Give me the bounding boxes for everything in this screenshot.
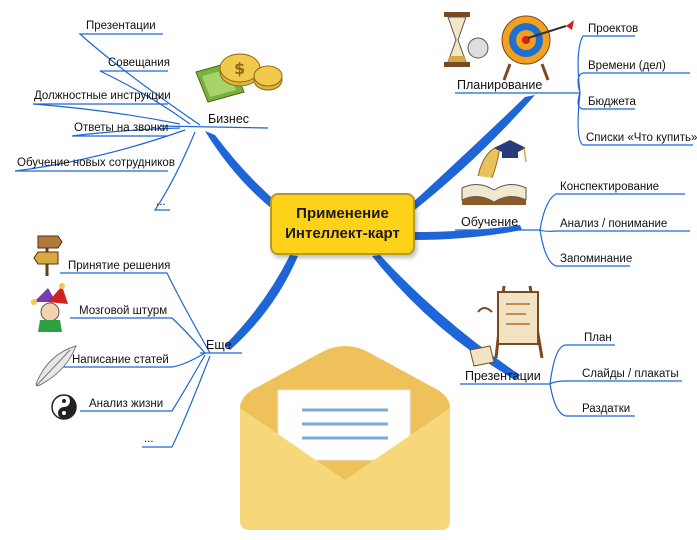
presentations-item: Раздатки xyxy=(582,403,631,415)
business-item: Презентации xyxy=(86,20,156,32)
hourglass-target-icon xyxy=(444,12,574,81)
central-topic: Применение Интеллект-карт xyxy=(270,193,415,255)
jester-icon xyxy=(31,283,68,332)
business-item: Ответы на звонки xyxy=(74,122,169,134)
more-item: Принятие решения xyxy=(68,260,171,272)
money-icon: $ xyxy=(195,53,283,103)
branch-business: Бизнес xyxy=(208,112,250,126)
branch-planning: Планирование xyxy=(457,78,543,92)
central-topic-line2: Интеллект-карт xyxy=(285,225,400,242)
envelope-icon xyxy=(240,346,450,530)
svg-text:$: $ xyxy=(234,59,245,78)
branch-presentations: Презентации xyxy=(465,369,541,383)
presentations-item: Слайды / плакаты xyxy=(582,368,679,380)
business-item: Совещания xyxy=(108,57,170,69)
book-graduation-icon xyxy=(461,140,527,205)
learning-item: Конспектирование xyxy=(560,181,660,193)
presentations-item: План xyxy=(584,332,612,344)
more-item: ... xyxy=(144,433,154,445)
more-item: Анализ жизни xyxy=(89,398,164,410)
business-item: Обучение новых сотрудников xyxy=(17,157,175,169)
planning-item: Времени (дел) xyxy=(588,60,666,72)
feather-icon xyxy=(35,345,77,387)
easel-icon xyxy=(469,285,544,367)
planning-item: Проектов xyxy=(588,23,639,35)
planning-item: Бюджета xyxy=(588,96,636,108)
branch-line-business xyxy=(205,131,280,212)
branch-line-more xyxy=(225,255,298,350)
branch-line-learning xyxy=(412,225,522,240)
more-item: Мозговой штурм xyxy=(79,305,168,317)
branch-learning: Обучение xyxy=(461,215,519,229)
business-item: Должностные инструкции xyxy=(34,90,171,102)
learning-item: Запоминание xyxy=(560,253,633,265)
branch-more: Еще xyxy=(206,338,232,352)
signpost-icon xyxy=(33,235,63,276)
yin-yang-icon xyxy=(51,394,77,420)
branch-line-planning xyxy=(410,95,535,212)
learning-item: Анализ / понимание xyxy=(560,218,668,230)
business-item: ... xyxy=(156,196,166,208)
sub-branches xyxy=(14,33,693,448)
central-topic-line1: Применение xyxy=(296,205,389,222)
more-item: Написание статей xyxy=(72,354,169,366)
planning-item: Списки «Что купить» xyxy=(586,132,697,144)
